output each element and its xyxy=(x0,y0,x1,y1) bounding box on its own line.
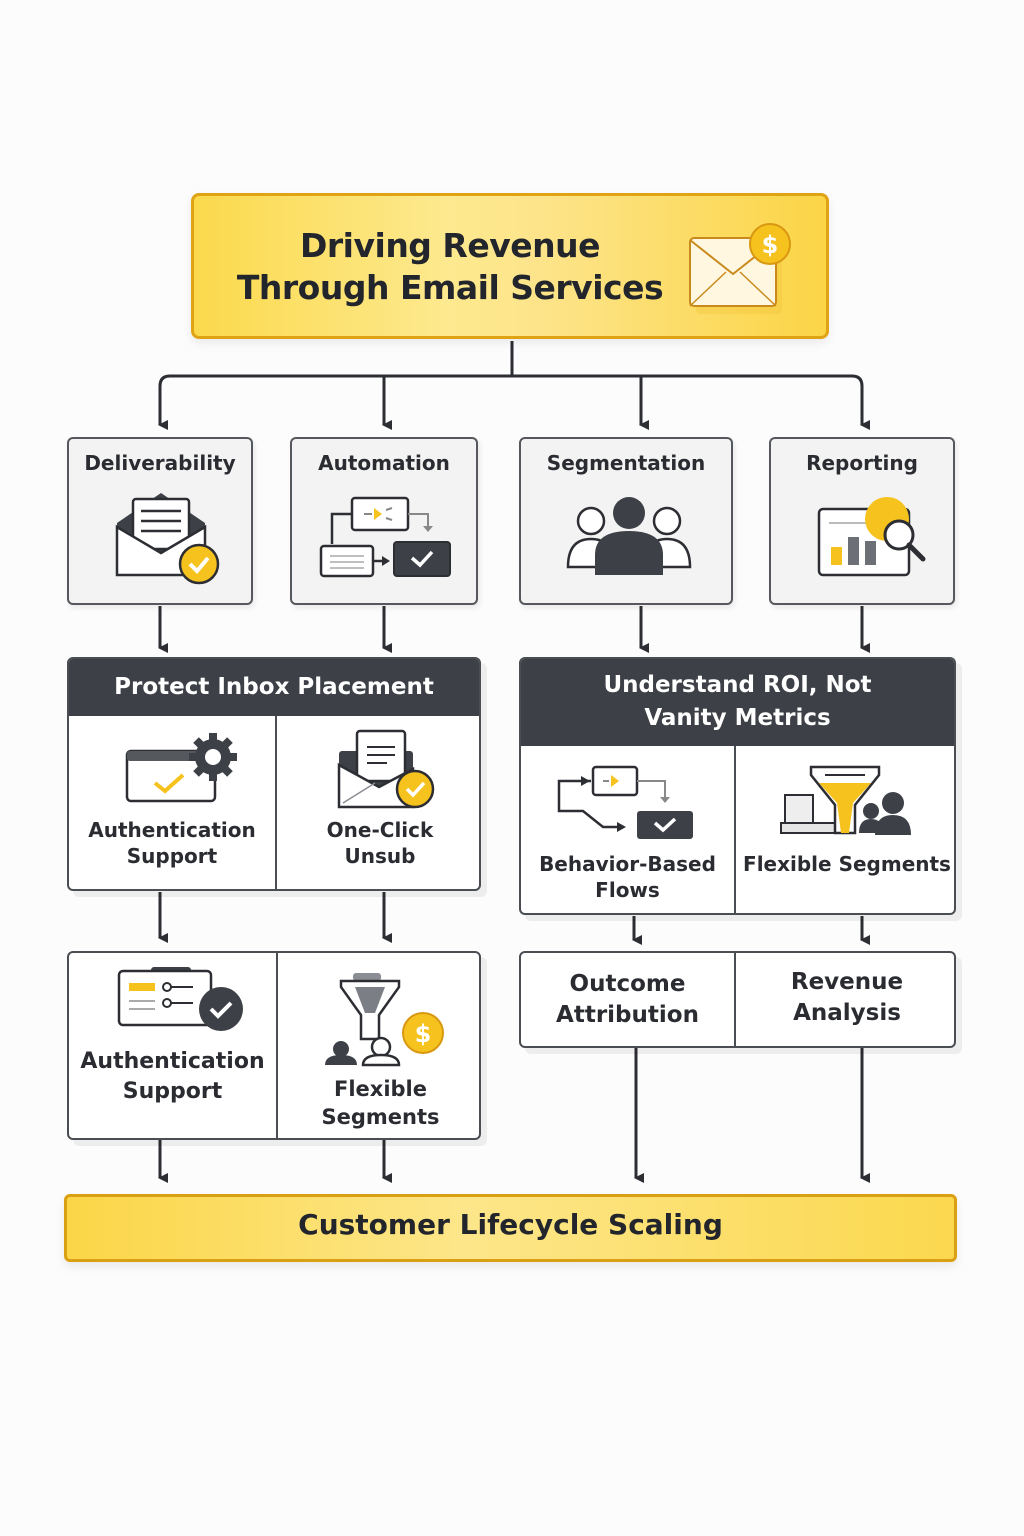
category-label: Reporting xyxy=(806,451,918,475)
svg-text:$: $ xyxy=(762,231,779,259)
envelope-check-icon xyxy=(337,729,435,809)
svg-text:$: $ xyxy=(415,1020,432,1048)
chart-magnifier-icon xyxy=(817,497,926,577)
category-segmentation[interactable]: Segmentation xyxy=(519,437,733,605)
cell-label: Authentication xyxy=(88,818,256,842)
panel-heading: Understand ROI, Not Vanity Metrics xyxy=(521,659,954,746)
funnel-people-icon xyxy=(780,765,911,835)
cell-label: One-Click xyxy=(326,818,434,842)
cell-label: Flexible xyxy=(333,1077,427,1101)
checklist-check-icon xyxy=(117,967,243,1031)
category-label: Deliverability xyxy=(84,451,236,475)
category-label: Automation xyxy=(318,451,450,475)
cell-label: Support xyxy=(126,844,218,868)
cell-authentication-support[interactable]: Authentication Support xyxy=(69,817,275,869)
bottom-label: Customer Lifecycle Scaling xyxy=(298,1208,723,1241)
cell-flexible-segments[interactable]: Flexible Segments xyxy=(736,851,954,877)
cell-label: Flows xyxy=(595,878,660,902)
title-line-1: Driving Revenue xyxy=(300,226,600,265)
panel-right-lower: Outcome Attribution Revenue Analysis xyxy=(519,951,956,1048)
cell-label: Behavior-Based xyxy=(539,852,716,876)
email-dollar-icon: $ xyxy=(689,223,791,314)
flow-diagram-icon xyxy=(557,765,693,839)
funnel-dollar-icon: $ xyxy=(325,973,444,1067)
category-label: Segmentation xyxy=(546,451,706,475)
people-group-icon xyxy=(566,497,692,575)
cell-label: Analysis xyxy=(793,1000,901,1026)
cell-label: Authentication xyxy=(80,1049,265,1074)
open-envelope-check-icon xyxy=(115,493,220,585)
panel-heading: Protect Inbox Placement xyxy=(69,659,479,716)
category-automation[interactable]: Automation xyxy=(290,437,478,605)
cell-authentication-support-2[interactable]: Authentication Support xyxy=(69,1047,276,1107)
connector-deliverability xyxy=(158,374,171,430)
panel-left-lower: Authentication Support $ Flexible Segmen… xyxy=(67,951,481,1140)
bottom-box xyxy=(64,1194,957,1262)
cell-label: Support xyxy=(122,1079,223,1104)
category-deliverability[interactable]: Deliverability xyxy=(67,437,253,605)
category-reporting[interactable]: Reporting xyxy=(769,437,955,605)
cell-revenue-analysis[interactable]: Revenue Analysis xyxy=(736,967,954,1029)
panel-understand-roi: Understand ROI, Not Vanity Metrics Behav… xyxy=(519,657,956,915)
cell-label: Unsub xyxy=(344,844,416,868)
cell-outcome-attribution[interactable]: Outcome Attribution xyxy=(521,969,734,1031)
cell-label: Outcome xyxy=(569,971,686,997)
panel-protect-inbox: Protect Inbox Placement Authentication S… xyxy=(67,657,481,891)
cell-label: Segments xyxy=(321,1105,440,1129)
workflow-icon xyxy=(319,496,451,578)
title-line-2: Through Email Services xyxy=(236,268,664,307)
panel-heading-line-2: Vanity Metrics xyxy=(644,705,831,731)
connector-reporting xyxy=(851,374,870,430)
panel-heading-line-1: Understand ROI, Not xyxy=(603,672,872,698)
cell-label: Flexible Segments xyxy=(743,852,951,876)
cell-flexible-segments-2[interactable]: Flexible Segments xyxy=(278,1075,479,1131)
browser-gear-check-icon xyxy=(125,733,237,803)
cell-behavior-based-flows[interactable]: Behavior-Based Flows xyxy=(521,851,734,903)
cell-label: Attribution xyxy=(556,1002,699,1028)
cell-label: Revenue xyxy=(790,969,904,995)
cell-one-click-unsub[interactable]: One-Click Unsub xyxy=(277,817,479,869)
title-text: Driving Revenue Through Email Services xyxy=(230,225,670,309)
